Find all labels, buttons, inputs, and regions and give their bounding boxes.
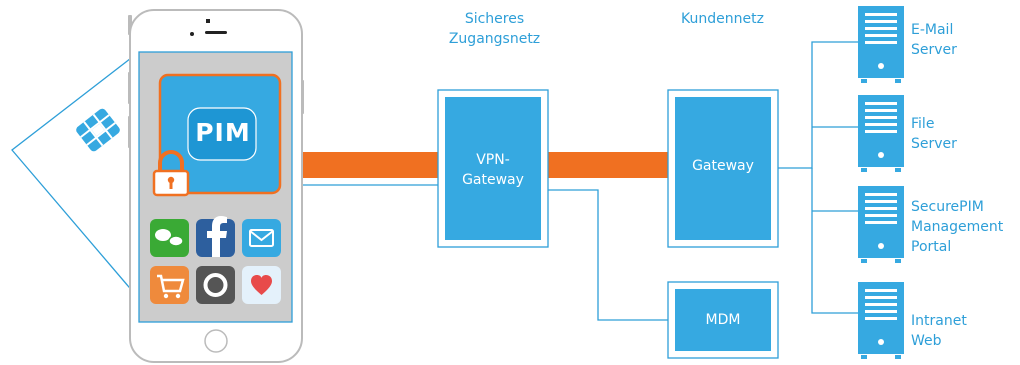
messages-app-icon <box>150 219 189 257</box>
server-icon <box>858 6 904 83</box>
sim-chip-icon <box>76 108 120 152</box>
health-app-icon <box>242 266 281 304</box>
server-label-line: Intranet <box>911 313 967 329</box>
gateway-label: Gateway <box>692 158 754 174</box>
camera-icon <box>190 32 194 36</box>
server-icons <box>858 6 904 359</box>
sensor-icon <box>206 19 210 23</box>
smart-card <box>11 54 141 301</box>
server-label-line: SecurePIM <box>911 199 984 215</box>
server-label-line: Portal <box>911 239 952 255</box>
server-label-line: Server <box>911 42 957 58</box>
vpn-gateway-label-line-1: VPN- <box>476 152 510 168</box>
vpn-gateway-node <box>437 89 549 248</box>
server-icon <box>858 186 904 263</box>
zone-label-line-2: Zugangsnetz <box>448 31 541 47</box>
connection-lines <box>278 41 858 321</box>
server-icon <box>858 95 904 172</box>
file-server-label: File Server <box>911 114 1020 154</box>
mail-app-icon <box>242 219 281 257</box>
smartphone <box>128 9 304 363</box>
padlock-icon <box>152 150 190 197</box>
vpn-gateway-label-line-2: Gateway <box>462 172 524 188</box>
intranet-web-label: Intranet Web <box>911 311 1020 351</box>
server-label-line: File <box>911 116 935 132</box>
home-button <box>204 329 228 353</box>
shopping-app-icon <box>150 266 189 304</box>
customer-network-label: Kundennetz <box>681 11 764 27</box>
mdm-label: MDM <box>705 312 741 328</box>
server-label-line: E-Mail <box>911 22 954 38</box>
server-label-line: Web <box>911 333 942 349</box>
secure-access-network-label: Sicheres Zugangsnetz <box>432 9 557 49</box>
gateway-node <box>667 89 779 248</box>
circle-app-icon <box>196 266 235 304</box>
secure-tunnel <box>278 152 669 178</box>
server-icon <box>858 282 904 359</box>
securepim-portal-label: SecurePIM Management Portal <box>911 197 1020 257</box>
zone-label-line-1: Sicheres <box>464 11 525 27</box>
server-label-line: Management <box>911 219 1004 235</box>
vpn-gateway-label: VPN- Gateway <box>445 150 541 190</box>
pim-app-label: PIM <box>195 118 251 147</box>
mdm-node <box>667 281 779 359</box>
pim-app-icon <box>187 107 257 161</box>
email-server-label: E-Mail Server <box>911 20 1020 60</box>
facebook-app-icon <box>196 216 235 257</box>
speaker-icon <box>205 31 227 34</box>
server-label-line: Server <box>911 136 957 152</box>
